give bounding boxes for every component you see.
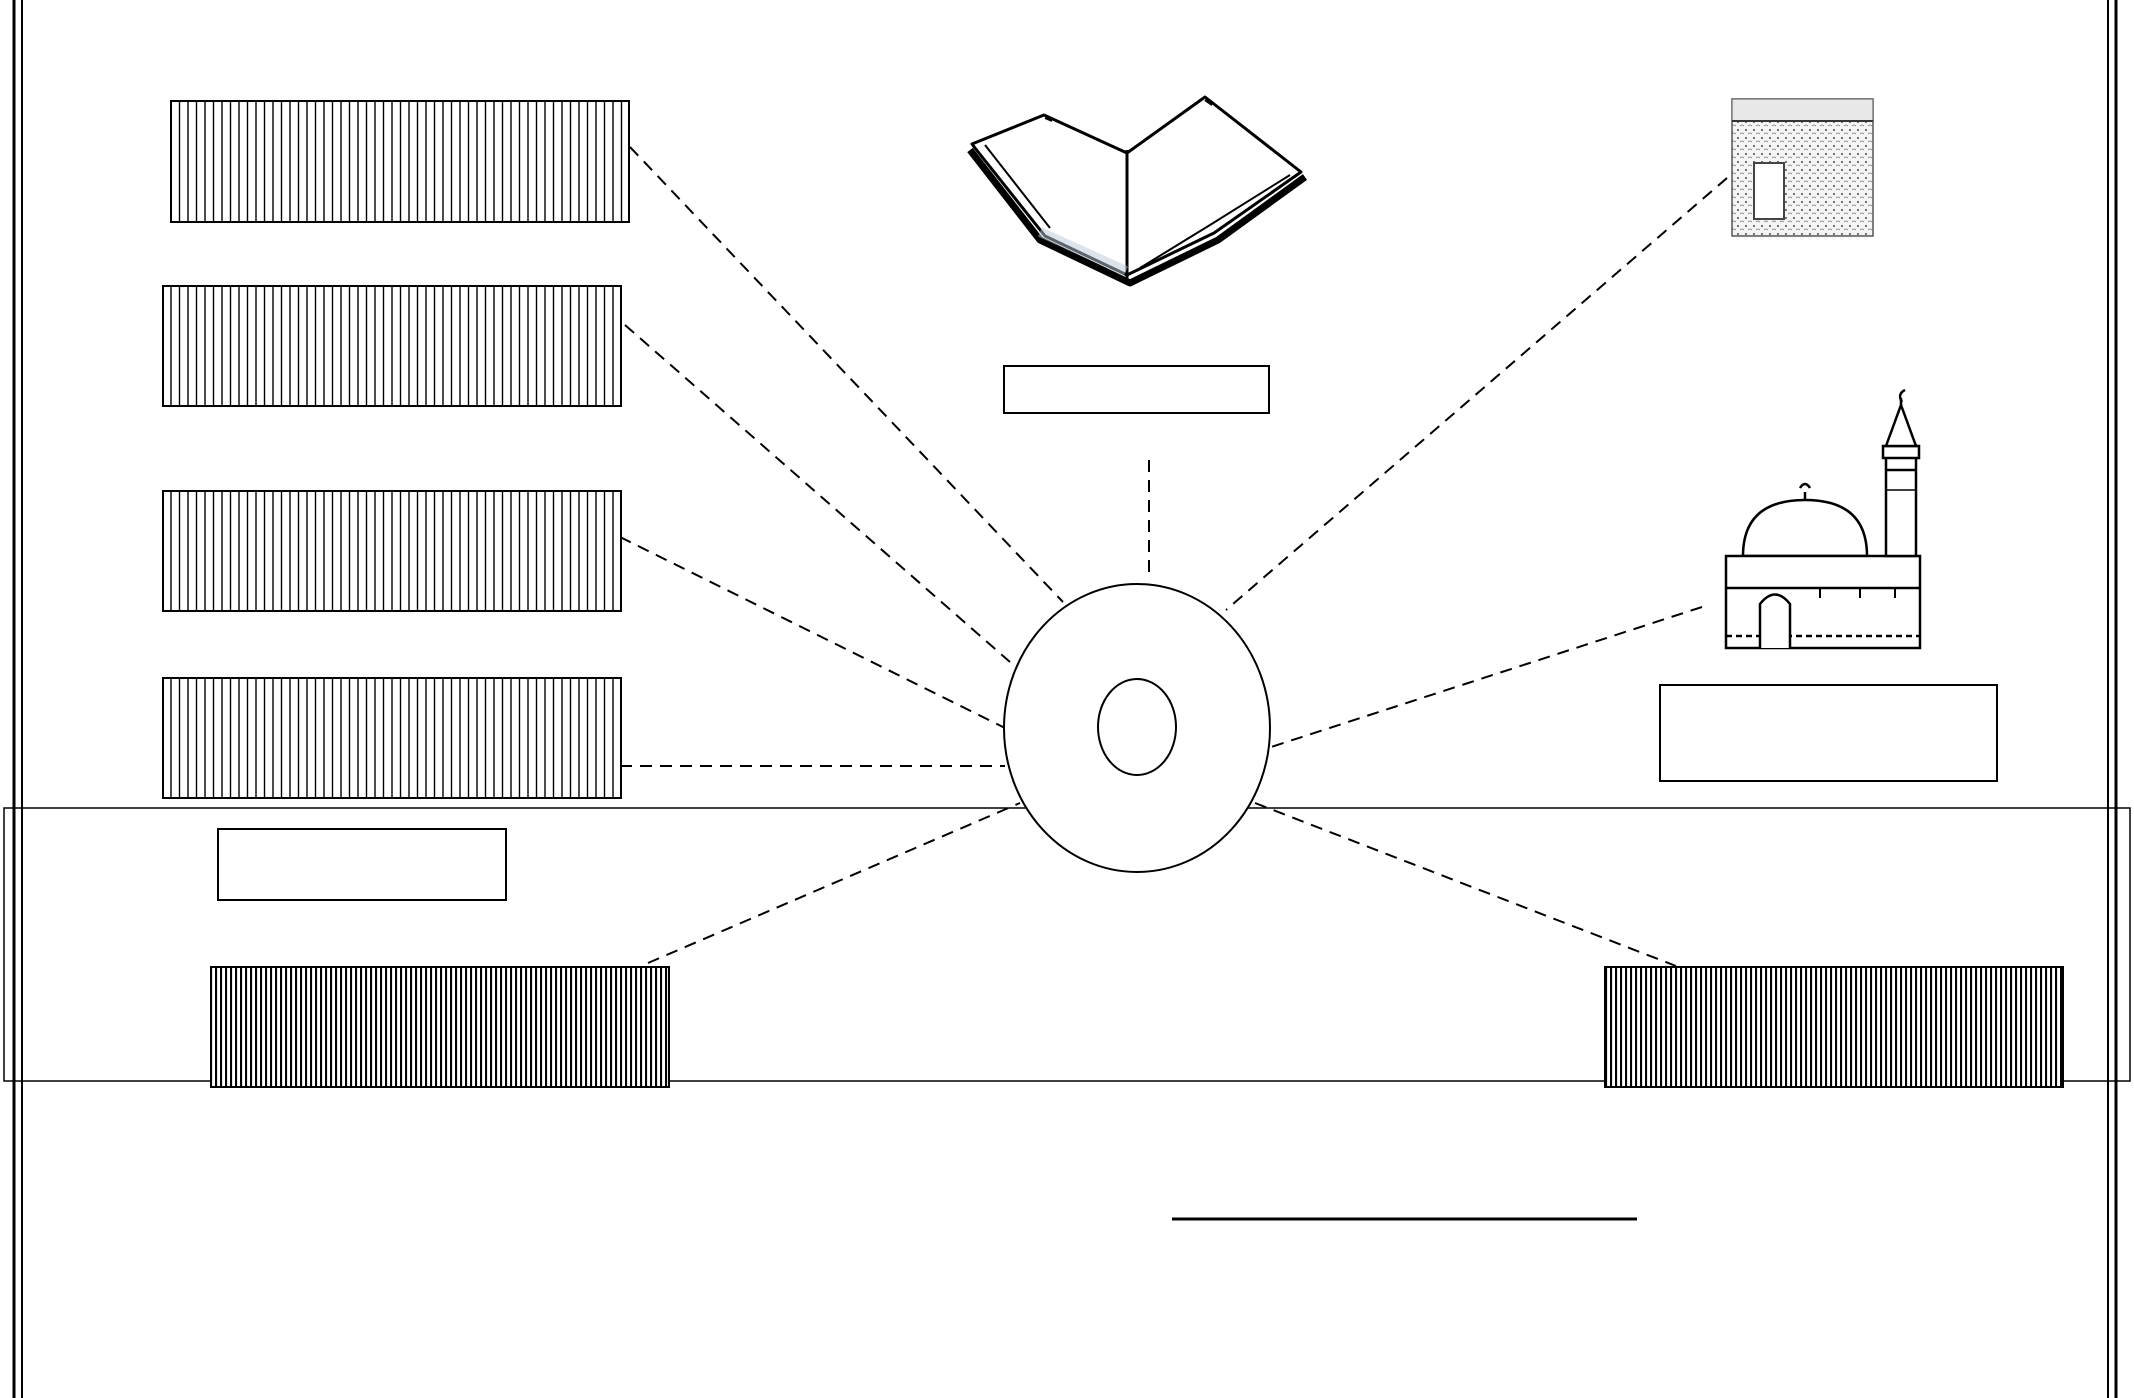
center-inner-oval [1097,678,1177,776]
hatched-box-4[interactable] [162,677,622,799]
mosque-icon [1724,388,1922,650]
hatched-box-1[interactable] [170,100,630,223]
dashed-connectors [619,146,1728,967]
hatched-box-3[interactable] [162,490,622,612]
page-border [3,0,2131,1398]
kaaba-icon [1731,98,1874,237]
open-book-icon [967,95,1308,287]
left-label-box[interactable] [217,828,507,901]
book-label-box[interactable] [1003,365,1270,414]
hatched-box-bottom-right[interactable] [1604,966,2064,1088]
hatched-box-2[interactable] [162,285,622,407]
center-circle[interactable] [1003,583,1271,873]
hatched-box-bottom-left[interactable] [210,966,670,1088]
mosque-label-box[interactable] [1659,684,1998,782]
